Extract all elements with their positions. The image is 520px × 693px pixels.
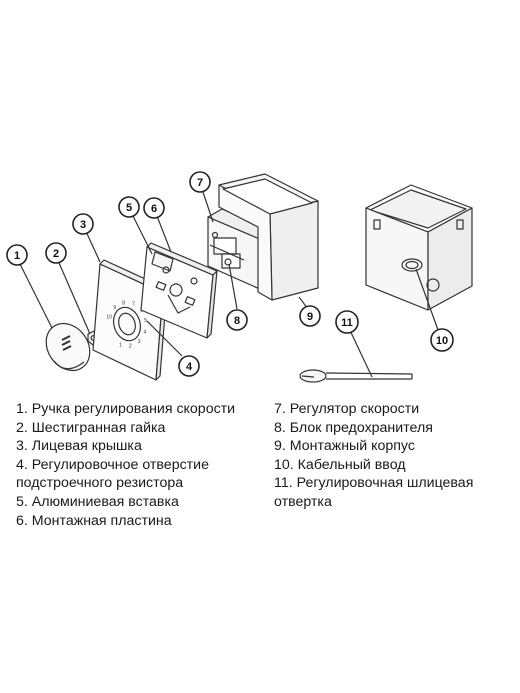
legend-item-2: 2. Шестигранная гайка bbox=[16, 419, 166, 436]
callout-number: 10 bbox=[436, 335, 448, 347]
callout-number: 6 bbox=[151, 203, 157, 215]
exploded-diagram: 10987654321 bbox=[6, 171, 473, 383]
callout-1: 1 bbox=[6, 244, 28, 266]
callout-number: 4 bbox=[186, 361, 193, 373]
callout-9: 9 bbox=[299, 305, 321, 327]
callout-number: 11 bbox=[341, 317, 353, 329]
callout-8: 8 bbox=[226, 309, 248, 331]
dial-mark: 3 bbox=[138, 339, 141, 345]
legend-item-6: 6. Монтажная пластина bbox=[16, 512, 172, 529]
legend-item-3: 3. Лицевая крышка bbox=[16, 438, 142, 455]
mounting-plate-part bbox=[140, 242, 218, 339]
dial-mark: 5 bbox=[144, 318, 147, 324]
callout-number: 2 bbox=[53, 248, 59, 260]
legend-item-8: 8. Блок предохранителя bbox=[274, 419, 433, 436]
legend-item-9: 9. Монтажный корпус bbox=[274, 438, 415, 455]
dial-mark: 7 bbox=[132, 301, 135, 307]
dial-mark: 9 bbox=[113, 305, 116, 311]
legend-right-column: 7. Регулятор скорости 8. Блок предохрани… bbox=[274, 400, 514, 512]
open-box-part bbox=[365, 184, 473, 311]
callout-number: 8 bbox=[234, 315, 240, 327]
dial-mark: 2 bbox=[129, 344, 132, 350]
dial-mark: 10 bbox=[106, 315, 112, 321]
callout-5: 5 bbox=[118, 196, 140, 218]
callout-number: 9 bbox=[307, 311, 313, 323]
dial-mark: 8 bbox=[122, 300, 125, 306]
callout-2: 2 bbox=[45, 242, 67, 264]
callout-number: 1 bbox=[14, 250, 20, 262]
legend-item-5: 5. Алюминиевая вставка bbox=[16, 493, 179, 510]
legend-item-4-cont: подстроечного резистора bbox=[16, 475, 184, 492]
legend-item-10: 10. Кабельный ввод bbox=[274, 456, 406, 473]
screwdriver-part bbox=[299, 369, 413, 383]
callout-4: 4 bbox=[178, 355, 200, 377]
legend-item-11: 11. Регулировочная шлицевая bbox=[274, 475, 474, 492]
legend-item-7: 7. Регулятор скорости bbox=[274, 401, 420, 417]
legend-left-column: 1. Ручка регулирования скорости 2. Шести… bbox=[16, 400, 266, 530]
callout-7: 7 bbox=[189, 171, 211, 193]
callout-number: 7 bbox=[197, 177, 203, 189]
legend-item-1: 1. Ручка регулирования скорости bbox=[16, 401, 236, 417]
knob-part bbox=[45, 322, 91, 372]
callout-number: 5 bbox=[126, 202, 132, 214]
dial-mark: 1 bbox=[119, 343, 122, 349]
callout-6: 6 bbox=[143, 197, 165, 219]
legend-item-4: 4. Регулировочное отверстие bbox=[16, 456, 209, 473]
dial-mark: 4 bbox=[144, 330, 147, 336]
callout-number: 3 bbox=[80, 219, 86, 231]
callout-11: 11 bbox=[335, 310, 359, 334]
callout-10: 10 bbox=[430, 328, 454, 352]
callout-3: 3 bbox=[72, 213, 94, 235]
mounting-box-part bbox=[218, 173, 319, 301]
legend-item-11-cont: отвертка bbox=[274, 493, 332, 510]
